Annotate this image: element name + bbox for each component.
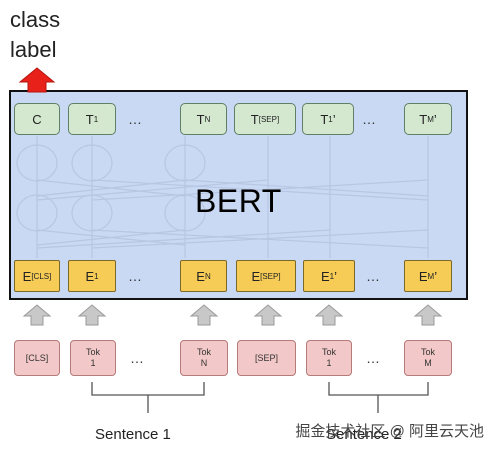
token-ellipsis-text: …	[130, 350, 144, 366]
token-text: [SEP]	[254, 352, 278, 363]
output-subscript: N	[204, 114, 211, 124]
class-label-line-1: class	[10, 7, 61, 32]
token-ellipsis: …	[366, 350, 380, 366]
output-label: T	[419, 111, 428, 127]
embedding-label: E	[251, 268, 261, 284]
embedding-prime: ’	[434, 268, 438, 284]
output-subscript: 1	[93, 114, 99, 124]
sentence-2-bracket	[328, 382, 429, 396]
embedding-subscript: N	[204, 271, 211, 281]
output-subscript: 1	[328, 114, 333, 124]
token-index: N	[200, 358, 208, 368]
embedding-label: E	[320, 268, 330, 284]
output-label: T	[196, 111, 205, 127]
output-ellipsis: …	[362, 111, 376, 127]
token-index: M	[424, 358, 432, 368]
input-arrow-icon	[77, 304, 107, 326]
token-index: 1	[326, 358, 332, 368]
embedding-box-cls: E[CLS]	[14, 260, 60, 292]
token-ellipsis-text: …	[366, 350, 380, 366]
token-text: Tok	[85, 347, 100, 357]
embedding-ellipsis: …	[128, 268, 142, 284]
output-subscript: M	[427, 114, 434, 124]
embedding-ellipsis: …	[366, 268, 380, 284]
class-label: class label	[10, 5, 60, 65]
class-output-arrow	[18, 67, 56, 93]
bert-title: BERT	[195, 183, 282, 219]
input-arrow-icon	[314, 304, 344, 326]
token-box-sep: [SEP]	[237, 340, 296, 376]
embedding-prime: ’	[334, 268, 337, 284]
token-text: Tok	[420, 347, 435, 357]
output-box-c: C	[14, 103, 60, 135]
embedding-label: E	[85, 268, 95, 284]
token-box-tok1-prime: Tok 1	[306, 340, 352, 376]
output-ellipsis: …	[128, 111, 142, 127]
output-label: T	[85, 111, 94, 127]
token-text: Tok	[321, 347, 336, 357]
embedding-subscript: [SEP]	[260, 271, 281, 281]
output-box-tsep: T[SEP]	[234, 103, 296, 135]
watermark: 掘金技术社区 @ 阿里云天池	[295, 423, 484, 440]
class-label-line-2: label	[10, 37, 57, 62]
sentence-2-label: Sentence 2	[326, 426, 402, 443]
token-box-tok1: Tok 1	[70, 340, 116, 376]
input-arrow-icon	[253, 304, 283, 326]
embedding-subscript: [CLS]	[31, 271, 52, 281]
token-index: 1	[90, 358, 96, 368]
output-label: T	[250, 111, 259, 127]
embedding-label: E	[418, 268, 428, 284]
token-box-tokn: Tok N	[180, 340, 228, 376]
output-subscript: [SEP]	[258, 114, 280, 124]
embedding-subscript: M	[427, 271, 435, 281]
token-ellipsis: …	[130, 350, 144, 366]
output-prime: ’	[332, 111, 336, 127]
input-arrow-icon	[22, 304, 52, 326]
embedding-subscript: 1	[94, 271, 99, 281]
embedding-label: E	[22, 268, 32, 284]
output-label: C	[32, 111, 42, 127]
token-box-tokm: Tok M	[404, 340, 452, 376]
embedding-subscript: 1	[329, 271, 335, 281]
embedding-box-esep: E[SEP]	[236, 260, 296, 292]
sentence-1-bracket	[91, 382, 205, 396]
sentence-1-label: Sentence 1	[95, 426, 171, 443]
token-box-cls: [CLS]	[14, 340, 60, 376]
output-label: T	[320, 111, 329, 127]
token-text: Tok	[196, 347, 211, 357]
embedding-label: E	[196, 268, 205, 284]
token-text: [CLS]	[25, 352, 49, 363]
output-prime: ’	[433, 111, 437, 127]
input-arrow-icon	[189, 304, 219, 326]
input-arrow-icon	[413, 304, 443, 326]
